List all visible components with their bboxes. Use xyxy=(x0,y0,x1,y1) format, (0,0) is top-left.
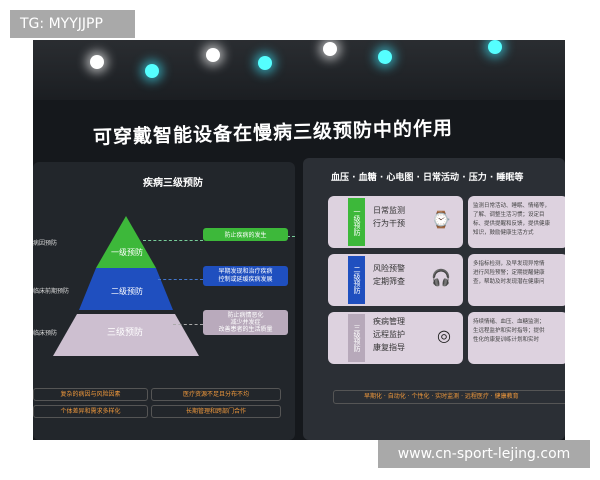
features-footer: 早期化 · 自动化 · 个性化 · 实时监测 · 远程医疗 · 健康教育 xyxy=(333,390,565,404)
card-description: 监测日常活动、睡眠、情绪等， 了解、调整生活习惯；设定目 标、提供提醒和反馈，提… xyxy=(468,196,565,248)
prevention-pyramid xyxy=(53,216,199,356)
card-text: 日常监测 行为干预 xyxy=(373,206,405,228)
stage-light xyxy=(323,42,337,56)
level-label: 三级预防 xyxy=(107,328,144,338)
level-label: 一级预防 xyxy=(111,248,143,257)
stage-light xyxy=(206,48,220,62)
watermark-bottom: www.cn-sport-lejing.com xyxy=(378,440,590,468)
stage-light xyxy=(258,56,272,70)
level-badge: 二级预防 xyxy=(348,256,365,304)
card-level-2: 二级预防 风险预警 定期筛查 🎧 xyxy=(328,254,463,306)
side-label: 病因预防 xyxy=(33,240,58,247)
tag-level-3: 防止病情恶化 减少并发症 改善患者的生活质量 xyxy=(203,310,288,335)
connector xyxy=(143,240,203,241)
challenge-box: 复杂的病因与风险因素 xyxy=(33,388,148,401)
challenge-box: 长期管理和跨部门合作 xyxy=(151,405,281,418)
challenge-box: 医疗资源不足且分布不均 xyxy=(151,388,281,401)
pyramid-level-2 xyxy=(79,268,173,310)
card-description: 多指标检测，及早发现异常情 进行风险预警；定期提醒健康 查，帮助及时发现潜在健康… xyxy=(468,254,565,306)
card-level-1: 一级预防 日常监测 行为干预 ⌚ xyxy=(328,196,463,248)
stage-ceiling xyxy=(33,40,565,100)
tag-level-1: 防止疾病的发生 xyxy=(203,228,288,241)
right-panel: 血压 · 血糖 · 心电图 · 日常活动 · 压力 · 睡眠等 一级预防 日常监… xyxy=(303,158,565,440)
left-panel: 疾病三级预防 病因预防 临床前期预防 临床预防 一级预防 二级预防 三级预防 防… xyxy=(33,162,295,440)
stage-light xyxy=(145,64,159,78)
side-label: 临床前期预防 xyxy=(33,288,70,295)
card-description: 持续情绪、血压、血糖监测； 生远程监护和实时指导；提供 性化的康复训练计划和实时 xyxy=(468,312,565,364)
watermark-top: TG: MYYJJPP xyxy=(10,10,135,38)
panel-title: 疾病三级预防 xyxy=(143,178,203,189)
pyramid-level-1 xyxy=(96,216,156,268)
card-level-3: 三级预防 疾病管理 远程监护 康复指导 ◎ xyxy=(328,312,463,364)
card-text: 疾病管理 远程监护 康复指导 xyxy=(373,317,405,352)
connector xyxy=(173,324,203,325)
headphones-icon: 🎧 xyxy=(431,268,451,287)
level-badge: 三级预防 xyxy=(348,314,365,362)
vr-headset-icon: ◎ xyxy=(437,326,451,345)
stage-light xyxy=(90,55,104,69)
connector xyxy=(287,236,295,237)
level-label: 二级预防 xyxy=(111,287,143,296)
stage-light xyxy=(488,40,502,54)
smartwatch-icon: ⌚ xyxy=(431,210,451,229)
connector xyxy=(158,279,203,280)
pyramid-level-3 xyxy=(53,314,199,356)
level-badge: 一级预防 xyxy=(348,198,365,246)
slide-title: 可穿戴智能设备在慢病三级预防中的作用 xyxy=(92,117,454,149)
challenge-box: 个体差异和需求多样化 xyxy=(33,405,148,418)
tag-level-2: 早期发现和治疗疾病 控制或延缓疾病发展 xyxy=(203,266,288,286)
card-text: 风险预警 定期筛查 xyxy=(373,264,405,286)
presentation-photo: 可穿戴智能设备在慢病三级预防中的作用 疾病三级预防 病因预防 临床前期预防 临床… xyxy=(33,40,565,440)
stage-light xyxy=(378,50,392,64)
metrics-header: 血压 · 血糖 · 心电图 · 日常活动 · 压力 · 睡眠等 xyxy=(331,173,524,183)
side-label: 临床预防 xyxy=(33,330,58,337)
